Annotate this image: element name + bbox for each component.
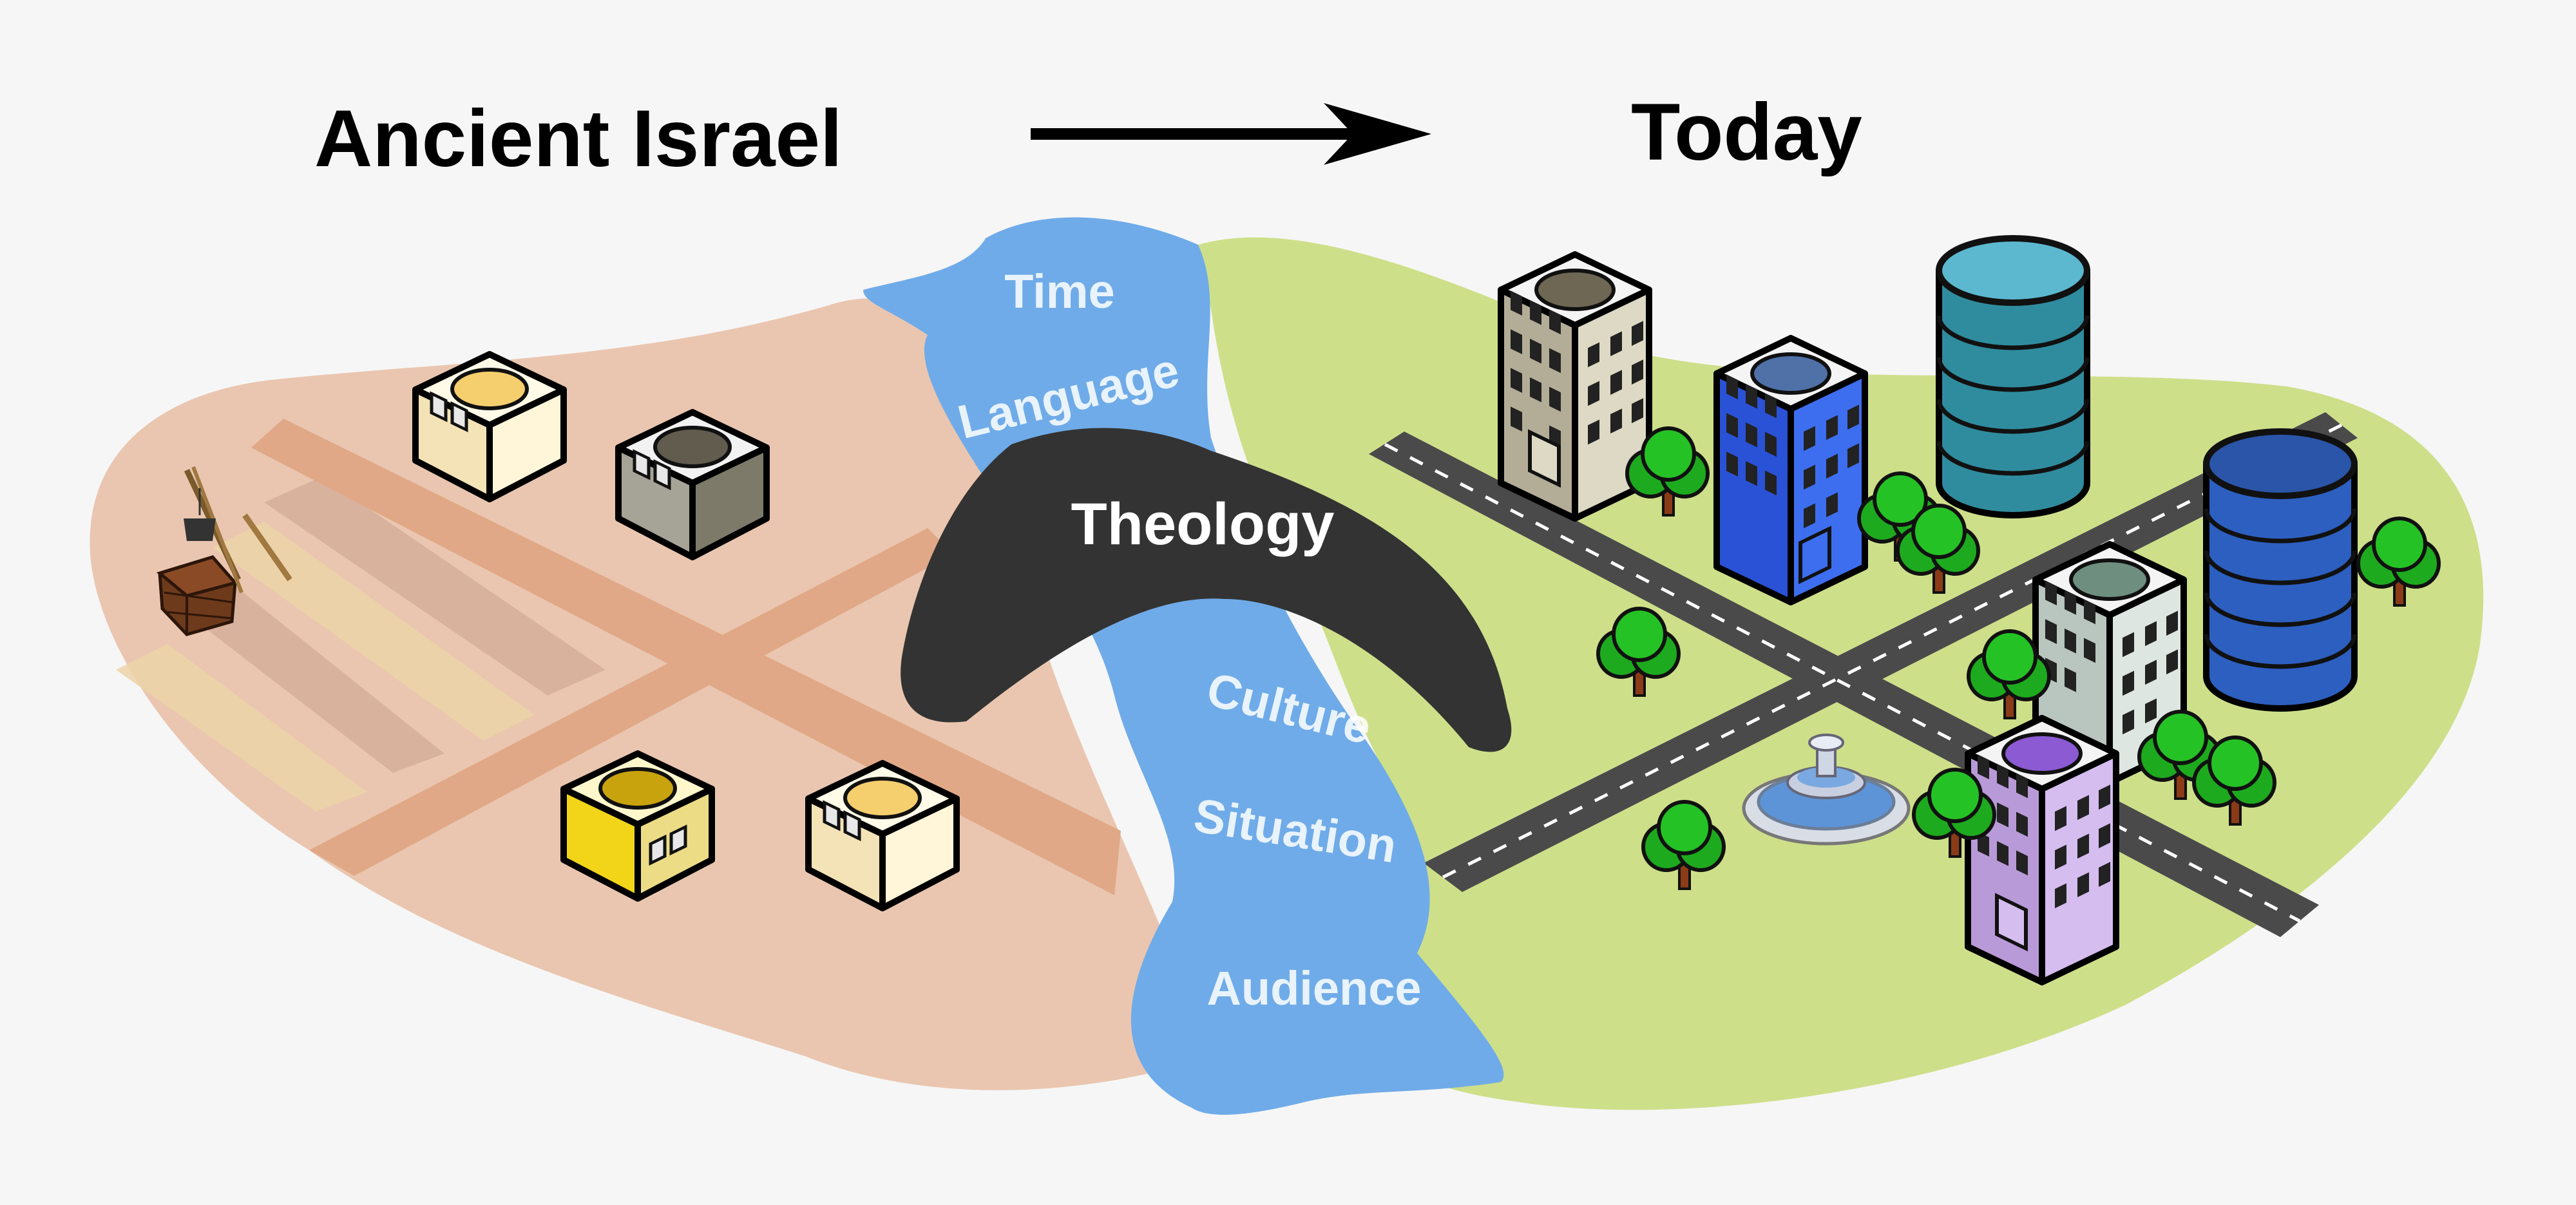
water-well-icon [156,466,292,636]
tree-icon [1625,426,1710,517]
ancient-fields [116,477,606,811]
office-building-icon [1713,335,1868,605]
office-building-icon [1965,715,2119,985]
tree-icon [1912,768,1996,858]
tree-icon [1967,629,2051,719]
cylinder-tower-icon [2203,428,2358,712]
house-icon [560,750,715,902]
tree-icon [2356,517,2441,607]
theology-bridge [901,428,1512,752]
heading-ancient-israel: Ancient Israel [314,94,843,184]
fountain-icon [1742,734,1911,846]
cylinder-tower-icon [1936,235,2090,518]
river-label-time: Time [1004,265,1114,318]
bridge-label-theology: Theology [1071,491,1335,557]
tree-icon [1896,504,1980,594]
river-label-audience: Audience [1207,962,1421,1015]
tree-icon [1596,607,1681,697]
tree-icon [2192,735,2276,826]
arrow-right-icon [1031,103,1431,165]
house-icon [805,760,960,911]
house-icon [412,351,567,502]
heading-today: Today [1631,88,1862,177]
tree-icon [1641,800,1726,890]
house-icon [615,409,770,560]
